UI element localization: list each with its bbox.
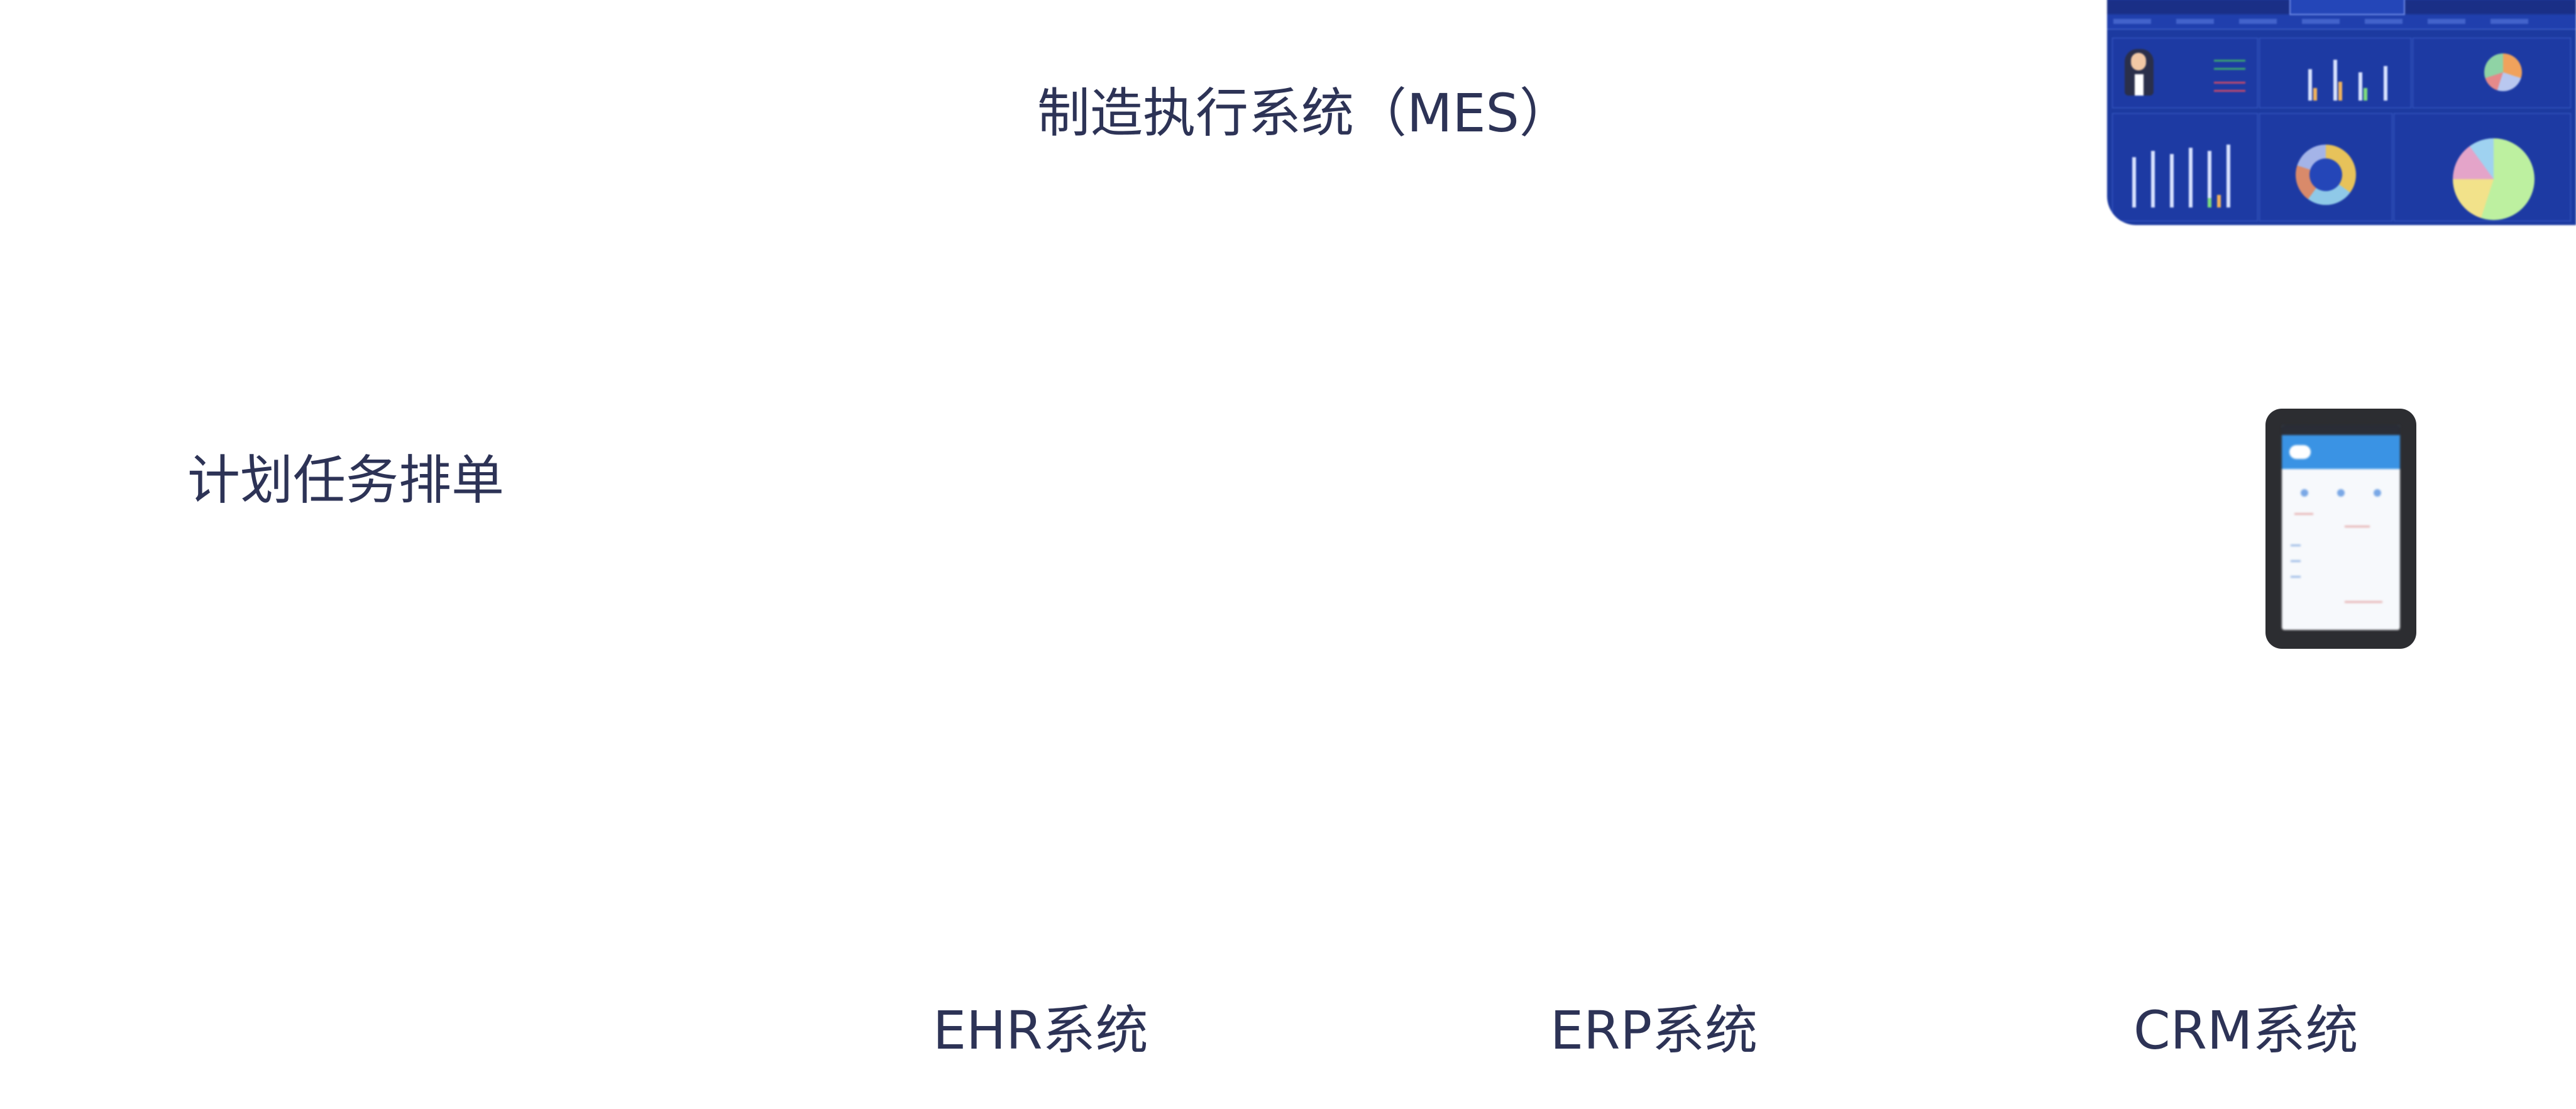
dashboard-column bbox=[2217, 195, 2221, 207]
tablet-nav-icon bbox=[2301, 489, 2308, 497]
dashboard-tabbar bbox=[2107, 15, 2576, 30]
dashboard-tab bbox=[2428, 19, 2465, 24]
tablet-content-line bbox=[2294, 513, 2313, 515]
dashboard-title-box bbox=[2289, 0, 2405, 15]
dashboard-screenshot-image bbox=[2107, 0, 2576, 225]
dashboard-column bbox=[2208, 198, 2211, 207]
dashboard-column bbox=[2151, 151, 2155, 207]
tablet-screen bbox=[2282, 425, 2400, 630]
dashboard-bar bbox=[2333, 60, 2337, 101]
dashboard-tab bbox=[2365, 19, 2403, 24]
tablet-content-line bbox=[2291, 544, 2301, 546]
dashboard-column bbox=[2226, 145, 2230, 207]
erp-system-label: ERP系统 bbox=[1550, 1000, 1758, 1061]
dashboard-bar bbox=[2313, 88, 2317, 101]
dashboard-tab bbox=[2239, 19, 2277, 24]
tablet-device-image bbox=[2265, 409, 2416, 649]
tablet-content-line bbox=[2345, 526, 2370, 527]
dashboard-line bbox=[2214, 82, 2245, 84]
dashboard-line bbox=[2214, 90, 2245, 92]
dashboard-panel-columns bbox=[2112, 113, 2258, 221]
avatar-shirt bbox=[2135, 74, 2144, 96]
tablet-content-line bbox=[2345, 601, 2382, 603]
dashboard-big-pie bbox=[2453, 138, 2535, 220]
tablet-status-bar bbox=[2282, 425, 2400, 435]
dashboard-pie bbox=[2484, 53, 2522, 91]
dashboard-bar bbox=[2338, 82, 2342, 101]
dashboard-column bbox=[2208, 151, 2211, 207]
tablet-app-logo-icon bbox=[2289, 445, 2311, 459]
mes-system-label: 制造执行系统（MES） bbox=[1037, 82, 1572, 144]
tablet-nav-icon bbox=[2337, 489, 2345, 497]
ehr-system-label: EHR系统 bbox=[933, 1000, 1148, 1061]
dashboard-column bbox=[2170, 154, 2174, 207]
plan-task-scheduling-label: 计划任务排单 bbox=[187, 450, 505, 511]
dashboard-bar bbox=[2308, 69, 2312, 101]
dashboard-column bbox=[2132, 157, 2136, 207]
tablet-nav-icon bbox=[2374, 489, 2381, 497]
dashboard-tab bbox=[2113, 19, 2151, 24]
dashboard-tab bbox=[2491, 19, 2528, 24]
dashboard-donut-hole bbox=[2309, 158, 2342, 191]
dashboard-line bbox=[2214, 68, 2245, 70]
dashboard-bar bbox=[2364, 88, 2367, 101]
avatar-face bbox=[2131, 53, 2146, 70]
dashboard-line bbox=[2214, 60, 2245, 62]
tablet-content-line bbox=[2291, 560, 2301, 562]
dashboard-bar bbox=[2359, 72, 2362, 101]
dashboard-tab bbox=[2176, 19, 2214, 24]
dashboard-bar bbox=[2384, 66, 2387, 101]
dashboard-column bbox=[2189, 148, 2193, 207]
tablet-content-line bbox=[2291, 576, 2301, 578]
dashboard-tab bbox=[2302, 19, 2340, 24]
crm-system-label: CRM系统 bbox=[2133, 1000, 2359, 1061]
